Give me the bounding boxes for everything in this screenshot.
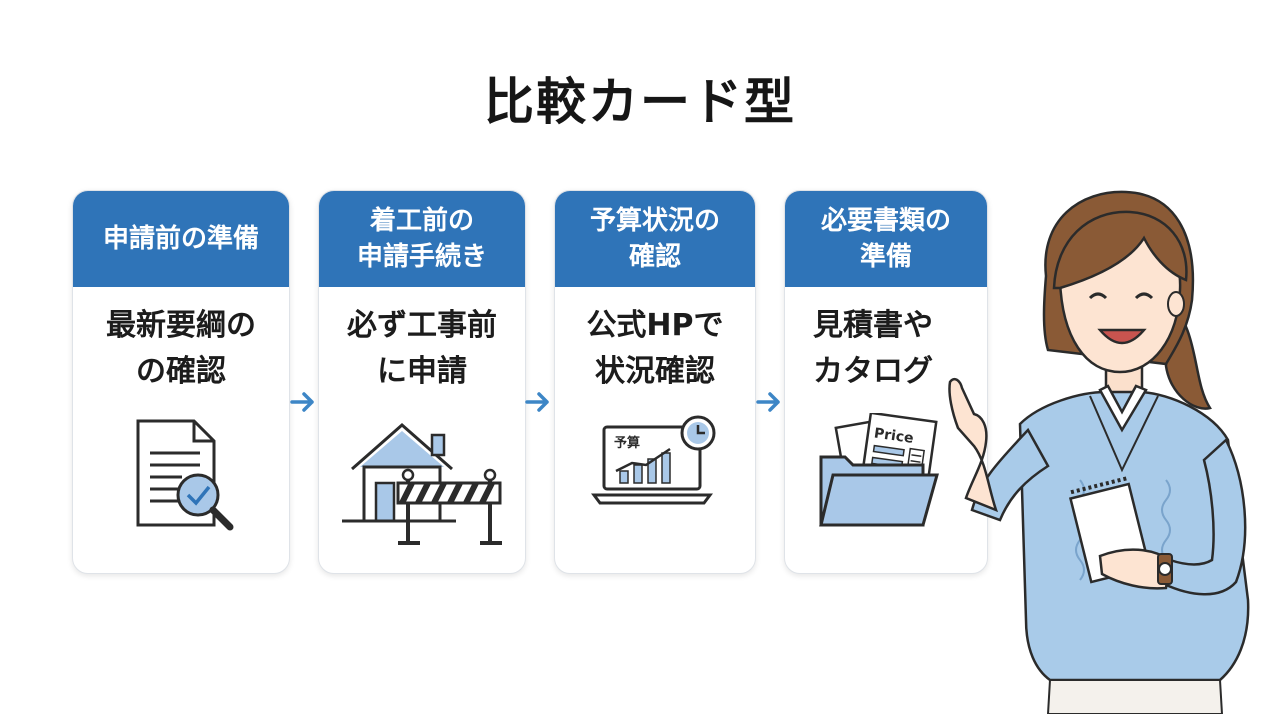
- card-header: 着工前の 申請手続き: [319, 191, 525, 287]
- card-header: 申請前の準備: [73, 191, 289, 287]
- card-header: 必要書類の 準備: [785, 191, 987, 287]
- laptop-budget-label: 予算: [614, 435, 640, 451]
- woman-guide-illustration: [948, 190, 1250, 714]
- card-budget-status: 予算状況の 確認 公式HPで 状況確認 予算: [554, 190, 756, 574]
- house-barrier-icon: [319, 413, 525, 553]
- card-required-documents: 必要書類の 準備 見積書や カタログ Price: [784, 190, 988, 574]
- arrow-right-icon: [290, 392, 314, 412]
- document-magnifier-icon: [73, 413, 289, 553]
- laptop-chart-clock-icon: 予算: [555, 413, 755, 553]
- card-body: 必ず工事前 に申請: [347, 308, 497, 389]
- card-body: 公式HPで 状況確認: [586, 308, 724, 389]
- page-title: 比較カード型: [484, 73, 796, 131]
- card-body: 見積書や カタログ: [813, 308, 933, 389]
- card-application-prep: 申請前の準備 最新要綱の の確認: [72, 190, 290, 574]
- arrow-right-icon: [756, 392, 780, 412]
- card-body: 最新要綱の の確認: [106, 308, 256, 389]
- arrow-right-icon: [525, 392, 549, 412]
- card-header: 予算状況の 確認: [555, 191, 755, 287]
- folder-price-icon: Price: [785, 413, 987, 553]
- price-label: Price: [873, 426, 915, 447]
- card-pre-construction: 着工前の 申請手続き 必ず工事前 に申請: [318, 190, 526, 574]
